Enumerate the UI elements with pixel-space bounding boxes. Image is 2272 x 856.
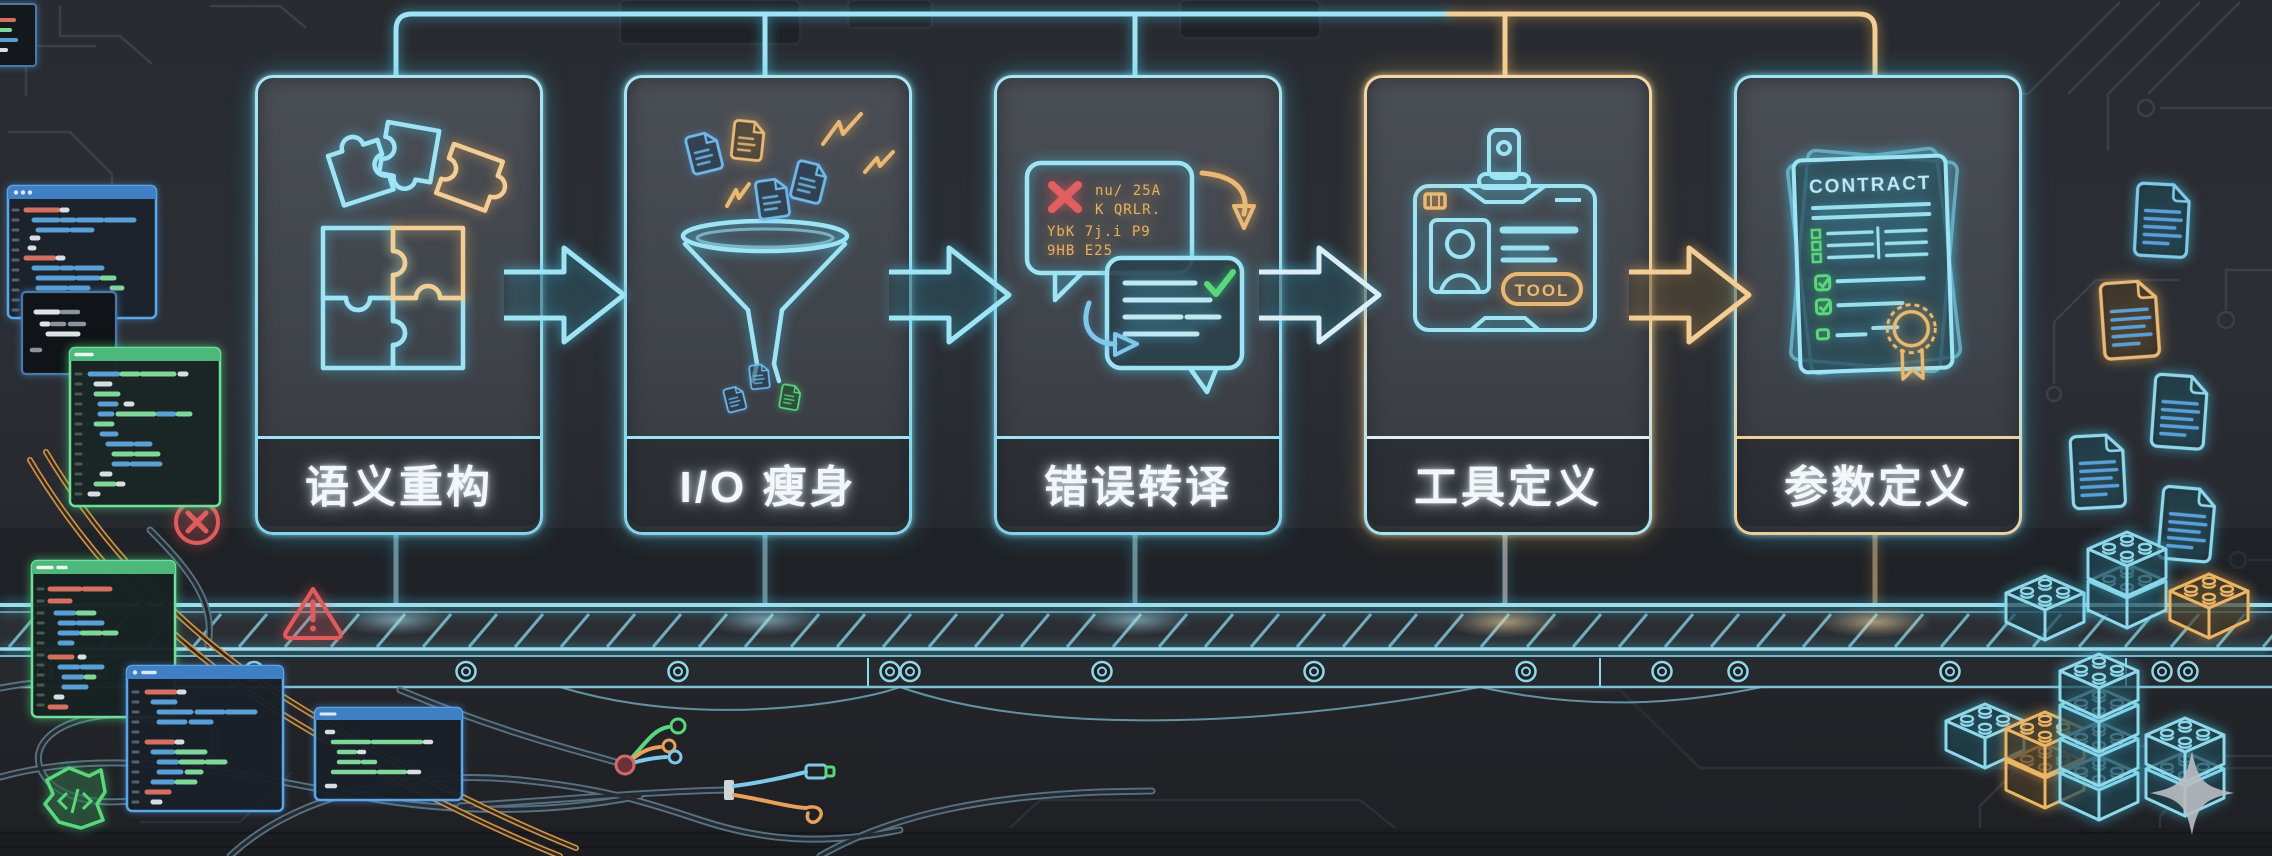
- stage-card-error-translation: nu/ 25A K QRLR. YbK 7j.i P9 9HB E25: [994, 75, 1282, 535]
- stage-card-io-slimming: I/O 瘦身: [624, 75, 912, 535]
- top-bus-connector: [393, 11, 1878, 85]
- watermark-star: [2150, 751, 2234, 835]
- tool-badge-label: TOOL: [1515, 281, 1570, 300]
- funnel-icon: [627, 78, 909, 436]
- flow-arrow-4: [1629, 245, 1752, 345]
- flow-arrow-2: [889, 245, 1012, 345]
- garbled-text-line: 9HB E25: [1047, 243, 1113, 259]
- bottom-seams: [0, 832, 2272, 848]
- stage-card-tool-definition: TOOL 工具定义: [1364, 75, 1652, 535]
- stage-label: 参数定义: [1737, 436, 2019, 526]
- stage-card-semantic-reconstruction: 语义重构: [255, 75, 543, 535]
- code-window: [68, 346, 222, 508]
- code-windows: [0, 3, 464, 813]
- code-window: [313, 706, 464, 802]
- garbled-text-line: K QRLR.: [1095, 202, 1161, 218]
- garbled-text-line: nu/ 25A: [1095, 183, 1161, 199]
- document-icon: [2149, 372, 2210, 452]
- error-cross-icon: [174, 499, 220, 545]
- code-blob-icon: [43, 766, 107, 830]
- document-icons: [2068, 181, 2218, 564]
- stage-card-parameter-definition: CONTRACT: [1734, 75, 2022, 535]
- garbled-text-line: YbK 7j.i P9: [1047, 224, 1151, 240]
- code-window: [6, 184, 158, 320]
- code-window: [0, 3, 37, 67]
- stage-label: 语义重构: [258, 436, 540, 526]
- document-icon: [2098, 278, 2162, 362]
- warning-triangle-icon: [283, 587, 343, 640]
- speech-bubbles-icon: nu/ 25A K QRLR. YbK 7j.i P9 9HB E25: [997, 78, 1279, 436]
- stage-label: 工具定义: [1367, 436, 1649, 526]
- stage-label: I/O 瘦身: [627, 436, 909, 526]
- puzzle-pieces-icon: [258, 78, 540, 436]
- conveyor-belt: [0, 528, 2272, 722]
- card-belt-stubs: [393, 520, 1878, 612]
- wire-connectors: [614, 717, 836, 824]
- contract-title: CONTRACT: [1809, 173, 1932, 198]
- flow-arrow-3: [1259, 245, 1382, 345]
- document-icon: [2132, 181, 2192, 260]
- flow-arrow-1: [504, 245, 627, 345]
- id-badge-icon: TOOL: [1367, 78, 1649, 436]
- contract-icon: CONTRACT: [1737, 78, 2019, 436]
- stage-label: 错误转译: [997, 436, 1279, 526]
- code-window: [125, 664, 285, 813]
- document-icon: [2068, 432, 2128, 511]
